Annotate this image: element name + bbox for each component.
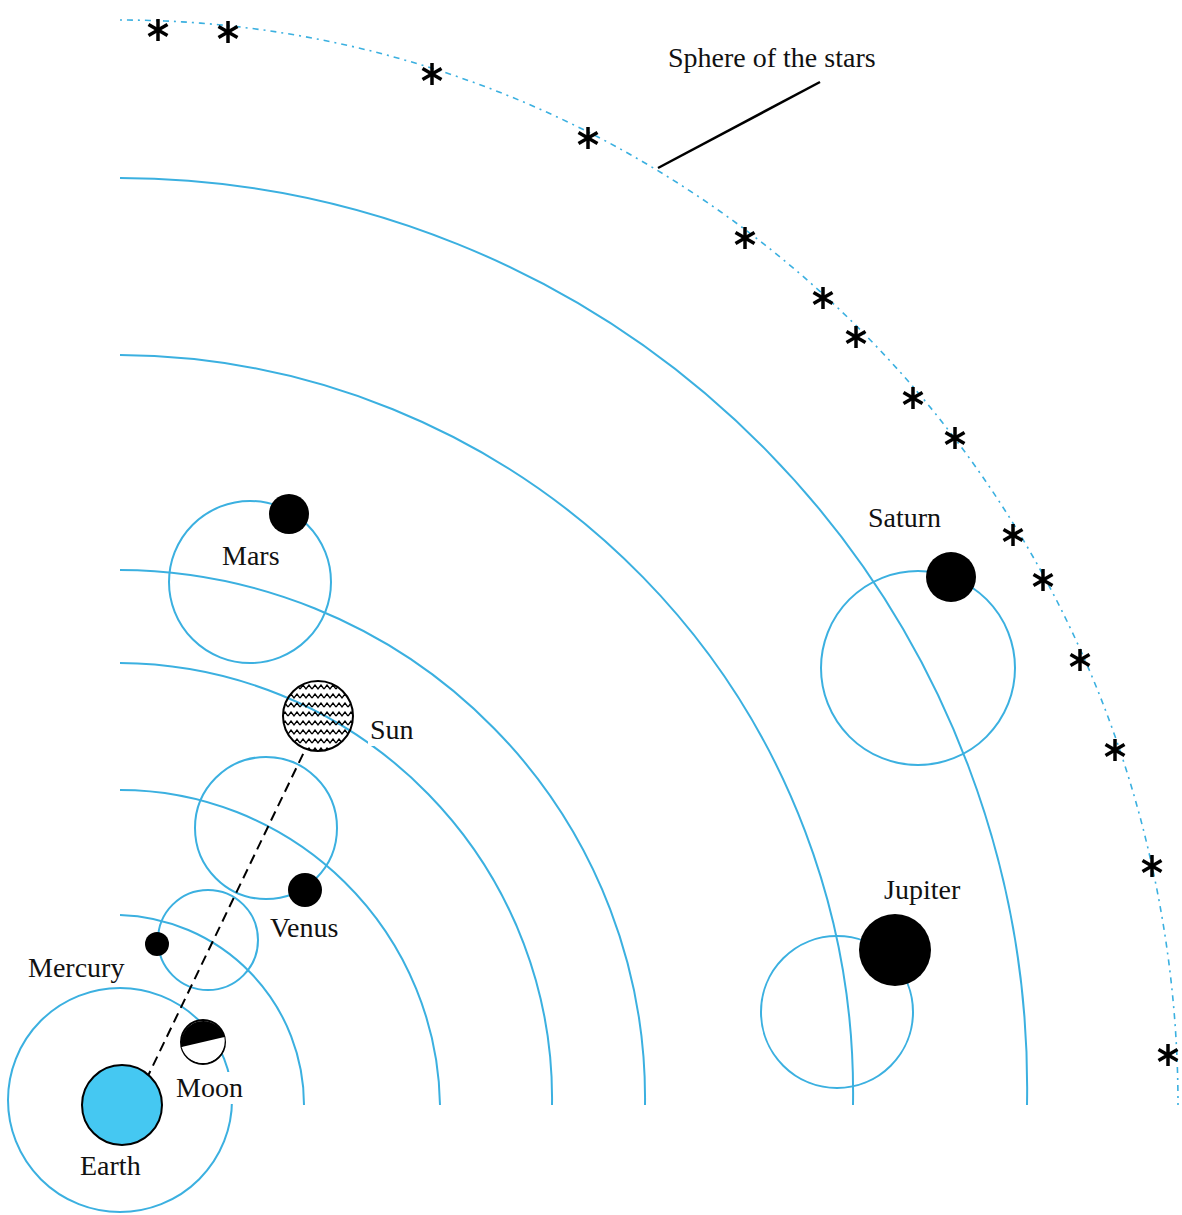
earth-body xyxy=(82,1065,162,1145)
planet-label: Saturn xyxy=(866,502,943,534)
venus-body xyxy=(288,873,322,907)
jupiter-body xyxy=(859,914,931,986)
leader-line xyxy=(658,82,820,168)
sun-label: Sun xyxy=(368,714,416,746)
planet-label: Mars xyxy=(220,540,282,572)
mercury-body xyxy=(145,932,169,956)
epicycles xyxy=(8,501,1015,1212)
earth-label: Earth xyxy=(78,1150,143,1182)
moon-body xyxy=(181,1020,225,1064)
stars xyxy=(149,19,1178,1066)
mars-body xyxy=(269,494,309,534)
sphere-label: Sphere of the stars xyxy=(666,42,878,74)
planet-label: Mercury xyxy=(26,952,126,984)
planet-label: Jupiter xyxy=(882,874,962,906)
moon-label: Moon xyxy=(174,1072,245,1104)
sun-body xyxy=(283,681,353,751)
deferent-arcs xyxy=(120,178,1027,1105)
planet-label: Venus xyxy=(268,912,340,944)
star-sphere xyxy=(120,20,1178,1105)
saturn-body xyxy=(926,552,976,602)
